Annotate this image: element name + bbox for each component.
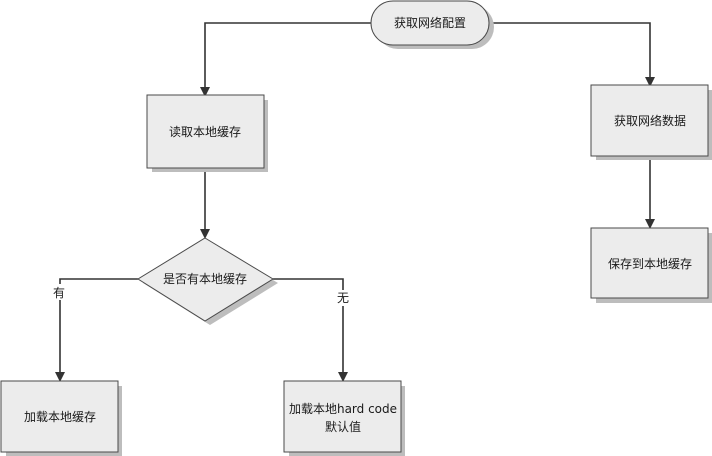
has-cache-decision-shape bbox=[137, 237, 274, 322]
fetch-network-node: 获取网络数据 bbox=[590, 84, 712, 160]
save-cache-node: 保存到本地缓存 bbox=[590, 227, 712, 303]
load-hardcode-node-shape bbox=[283, 380, 402, 453]
connector-decision-yes bbox=[55, 278, 138, 382]
edge-labels: 有 无 bbox=[51, 284, 351, 306]
load-cache-node-shape bbox=[0, 380, 119, 453]
read-cache-node-shape bbox=[146, 94, 265, 169]
fetch-network-node-shape bbox=[590, 84, 709, 157]
load-hardcode-node-label-line2: 默认值 bbox=[325, 419, 361, 434]
fetch-network-node-label: 获取网络数据 bbox=[614, 113, 686, 128]
no-label: 无 bbox=[337, 291, 349, 305]
load-hardcode-node: 加载本地hard code 默认值 bbox=[283, 380, 405, 456]
save-cache-node-shape bbox=[590, 227, 709, 299]
start-node-label: 获取网络配置 bbox=[394, 15, 466, 30]
save-cache-node-label: 保存到本地缓存 bbox=[608, 257, 692, 271]
connector-start-to-read-cache bbox=[200, 22, 371, 97]
yes-label: 有 bbox=[53, 286, 65, 300]
yes-label-backdrop bbox=[51, 284, 67, 300]
start-node-shape bbox=[370, 0, 490, 46]
load-hardcode-node-label-line1: 加载本地hard code bbox=[289, 402, 397, 416]
no-label-backdrop bbox=[335, 290, 351, 306]
connector-start-to-fetch-network bbox=[489, 22, 655, 87]
read-cache-node: 读取本地缓存 bbox=[146, 94, 268, 172]
start-node: 获取网络配置 bbox=[370, 0, 494, 49]
has-cache-decision-label: 是否有本地缓存 bbox=[163, 272, 247, 286]
load-cache-node-label: 加载本地缓存 bbox=[24, 410, 96, 424]
connector-decision-no bbox=[273, 278, 348, 382]
read-cache-node-label: 读取本地缓存 bbox=[169, 125, 241, 139]
load-cache-node: 加载本地缓存 bbox=[0, 380, 122, 456]
connectors bbox=[55, 22, 655, 382]
has-cache-decision: 是否有本地缓存 bbox=[137, 237, 278, 325]
